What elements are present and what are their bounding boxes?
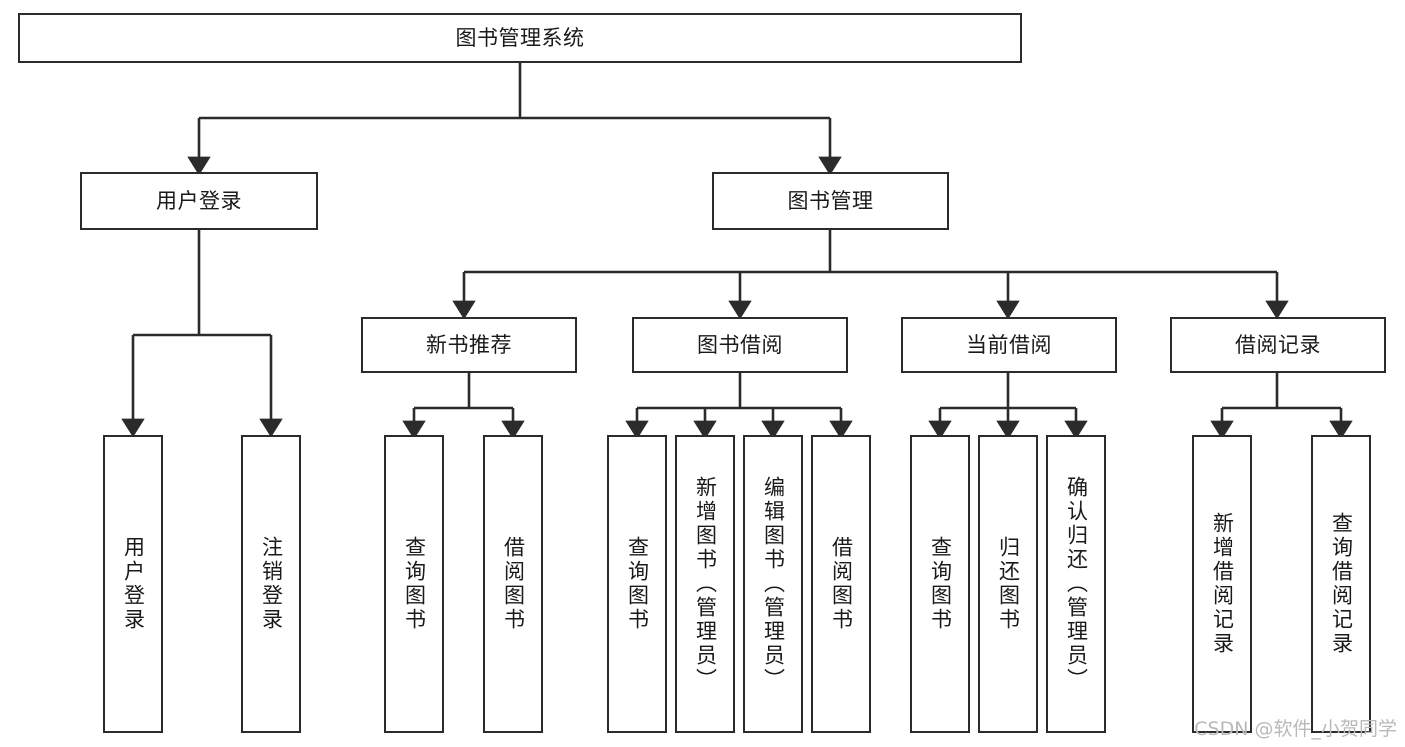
node-new-book-recommend[interactable]: 新书推荐: [361, 317, 577, 373]
node-leaf-return-book[interactable]: 归还图书: [978, 435, 1038, 733]
node-leaf-query-book-3-label: 查询图书: [928, 536, 953, 632]
node-borrow-record[interactable]: 借阅记录: [1170, 317, 1386, 373]
node-leaf-logout-login[interactable]: 注销登录: [241, 435, 301, 733]
watermark-text: CSDN @软件_小贺同学: [1194, 718, 1397, 740]
node-leaf-borrow-book-2-label: 借阅图书: [829, 536, 854, 632]
node-leaf-query-book-1[interactable]: 查询图书: [384, 435, 444, 733]
node-leaf-query-book-3[interactable]: 查询图书: [910, 435, 970, 733]
node-leaf-query-record[interactable]: 查询借阅记录: [1311, 435, 1371, 733]
node-leaf-edit-book-label: 编辑图书（管理员）: [761, 476, 786, 692]
node-leaf-add-record[interactable]: 新增借阅记录: [1192, 435, 1252, 733]
node-leaf-user-login-label: 用户登录: [121, 536, 146, 632]
node-leaf-logout-login-label: 注销登录: [259, 536, 284, 632]
node-user-login-label: 用户登录: [156, 188, 242, 213]
node-leaf-user-login[interactable]: 用户登录: [103, 435, 163, 733]
node-leaf-add-record-label: 新增借阅记录: [1210, 512, 1235, 656]
node-leaf-borrow-book-1[interactable]: 借阅图书: [483, 435, 543, 733]
node-leaf-add-book[interactable]: 新增图书（管理员）: [675, 435, 735, 733]
node-leaf-edit-book[interactable]: 编辑图书（管理员）: [743, 435, 803, 733]
node-root[interactable]: 图书管理系统: [18, 13, 1022, 63]
node-leaf-borrow-book-1-label: 借阅图书: [501, 536, 526, 632]
node-leaf-add-book-label: 新增图书（管理员）: [693, 476, 718, 692]
node-user-login[interactable]: 用户登录: [80, 172, 318, 230]
node-new-book-recommend-label: 新书推荐: [426, 332, 512, 357]
node-leaf-query-record-label: 查询借阅记录: [1329, 512, 1354, 656]
node-root-label: 图书管理系统: [455, 25, 585, 50]
node-leaf-return-book-label: 归还图书: [996, 536, 1021, 632]
node-leaf-confirm-return-label: 确认归还（管理员）: [1064, 476, 1089, 692]
node-book-borrow-label: 图书借阅: [697, 332, 783, 357]
node-book-borrow[interactable]: 图书借阅: [632, 317, 848, 373]
node-book-management-label: 图书管理: [787, 188, 874, 213]
node-current-borrow[interactable]: 当前借阅: [901, 317, 1117, 373]
node-leaf-borrow-book-2[interactable]: 借阅图书: [811, 435, 871, 733]
node-leaf-confirm-return[interactable]: 确认归还（管理员）: [1046, 435, 1106, 733]
node-leaf-query-book-2[interactable]: 查询图书: [607, 435, 667, 733]
node-borrow-record-label: 借阅记录: [1235, 332, 1321, 357]
node-leaf-query-book-1-label: 查询图书: [402, 536, 427, 632]
node-current-borrow-label: 当前借阅: [966, 332, 1052, 357]
node-leaf-query-book-2-label: 查询图书: [625, 536, 650, 632]
node-book-management[interactable]: 图书管理: [712, 172, 949, 230]
